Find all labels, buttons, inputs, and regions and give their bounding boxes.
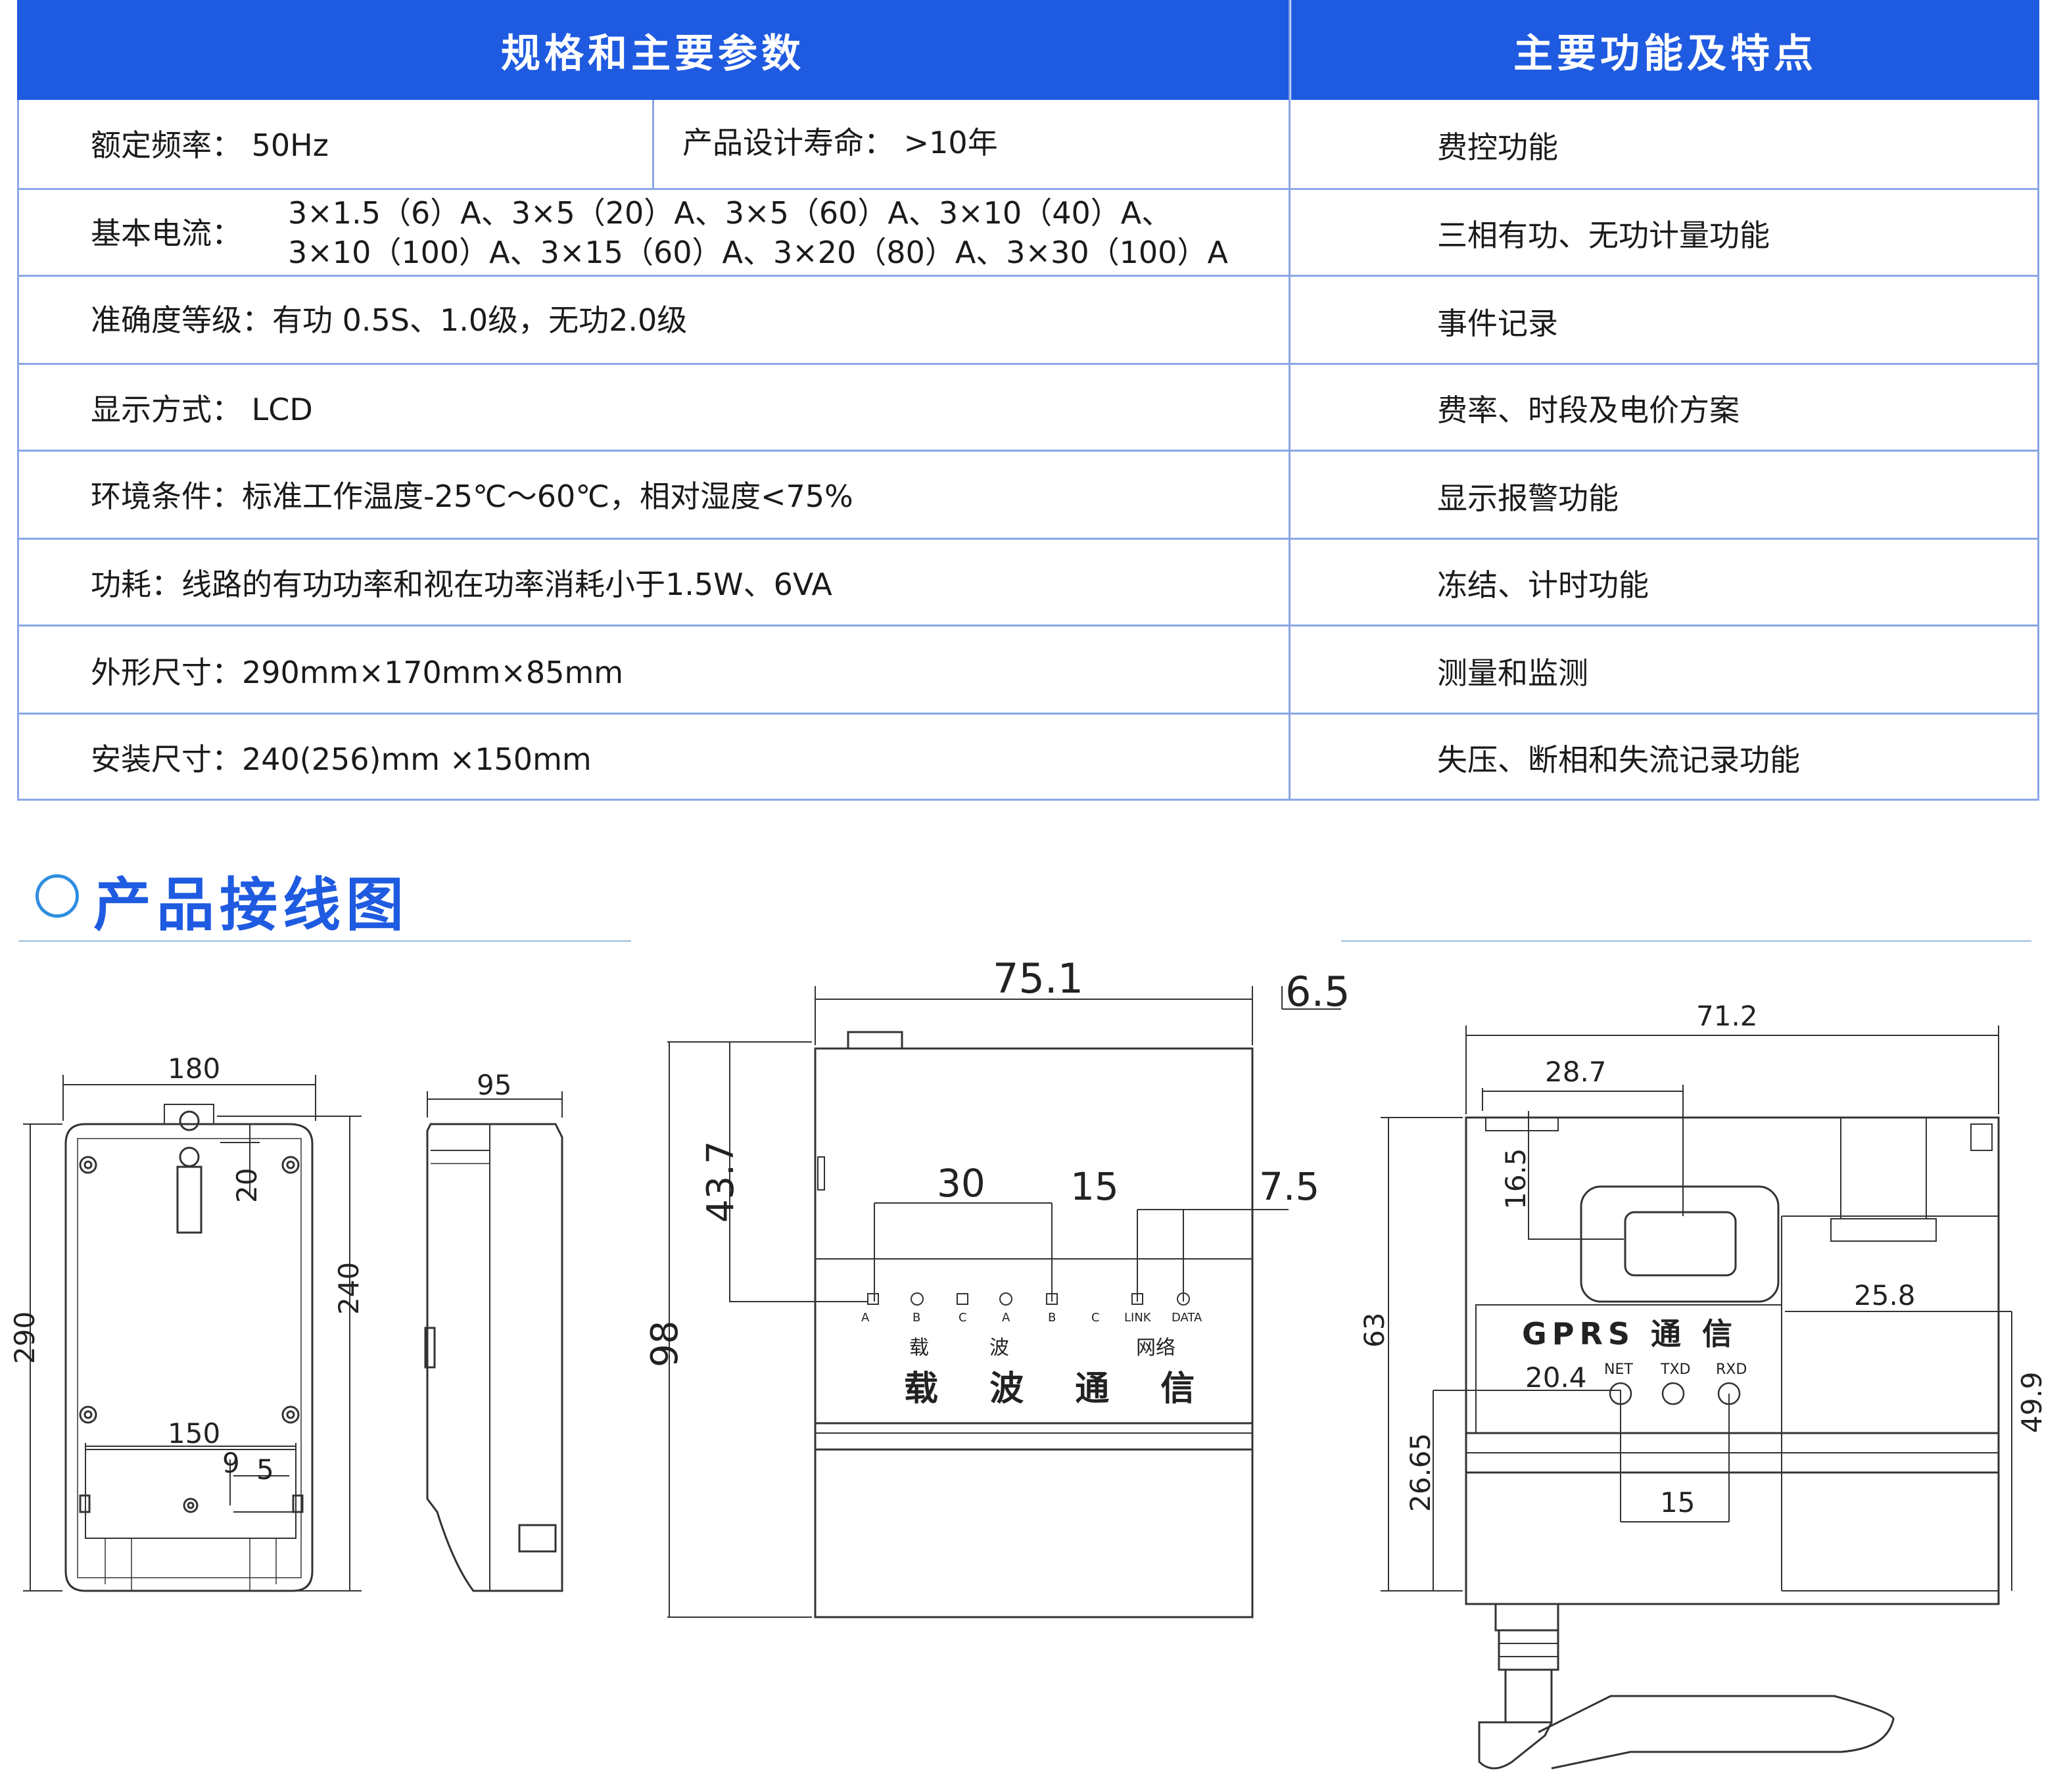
table-divider-middle	[1289, 0, 1291, 801]
dim-gprs-49-9: 49.9	[2016, 1371, 2048, 1433]
carrier-module-title: 载 波 通 信	[904, 1369, 1214, 1409]
section-rule-right	[1341, 940, 2031, 942]
section-rule-left	[18, 940, 631, 942]
meter-front-view	[23, 1075, 362, 1592]
param-environment: 环境条件：标准工作温度-25℃～60℃，相对湿度<75%	[91, 479, 853, 514]
row-line	[17, 538, 2039, 540]
current-values-line2: 3×10（100）A、3×15（60）A、3×20（80）A、3×30（100）…	[288, 235, 1228, 270]
feature-item: 事件记录	[1437, 306, 1558, 341]
dim-gprs-28-7: 28.7	[1545, 1056, 1607, 1088]
row-line	[17, 625, 2039, 626]
dim-top: 20	[231, 1168, 263, 1203]
dim-carrier-30: 30	[937, 1161, 985, 1206]
led-label: C	[1091, 1311, 1100, 1325]
dim-gprs-15: 15	[1660, 1486, 1695, 1519]
carrier-group-label-2: 波	[989, 1336, 1009, 1359]
row-line	[17, 713, 2039, 715]
row-line	[17, 363, 2039, 365]
section-title: 产品接线图	[93, 871, 410, 939]
row-line	[17, 450, 2039, 452]
dim-5: 5	[256, 1453, 274, 1486]
dim-carrier-width: 75.1	[993, 955, 1083, 1002]
led-label: C	[959, 1311, 967, 1325]
dim-carrier-offset: 6.5	[1285, 968, 1350, 1016]
feature-item: 三相有功、无功计量功能	[1437, 218, 1770, 253]
carrier-group-label-3: 网络	[1136, 1336, 1175, 1359]
dim-mount-height: 240	[333, 1262, 365, 1315]
row-line	[17, 799, 2039, 801]
feature-item: 显示报警功能	[1437, 481, 1619, 516]
gprs-led-label: TXD	[1660, 1361, 1690, 1378]
gprs-led-label: RXD	[1716, 1361, 1747, 1378]
dim-gprs-25-8: 25.8	[1854, 1279, 1916, 1311]
dim-gprs-20-4: 20.4	[1525, 1361, 1587, 1394]
header-features: 主要功能及特点	[1291, 0, 2039, 100]
param-dimensions: 外形尺寸：290mm×170mm×85mm	[91, 655, 624, 690]
led-label: A	[861, 1311, 870, 1325]
carrier-module-drawing	[667, 986, 1341, 1618]
feature-item: 费控功能	[1437, 130, 1558, 165]
meter-side-view	[424, 1091, 563, 1592]
feature-item: 费率、时段及电价方案	[1437, 392, 1740, 428]
row-line	[17, 275, 2039, 277]
led-label: B	[1048, 1311, 1056, 1325]
dim-gprs-width: 71.2	[1696, 1000, 1758, 1032]
dim-front-width: 180	[168, 1052, 220, 1085]
param-display: 显示方式： LCD	[91, 392, 313, 427]
param-basic-current-values: 3×1.5（6）A、3×5（20）A、3×5（60）A、3×10（40）A、 3…	[288, 191, 1228, 275]
led-label: A	[1002, 1311, 1010, 1325]
dim-gprs-63: 63	[1358, 1313, 1390, 1348]
dim-gprs-16-5: 16.5	[1500, 1148, 1532, 1210]
header-specs: 规格和主要参数	[17, 0, 1289, 100]
dimension-labels: 180 290 240 20 150 9 5 95 75.1 6.5 98 43…	[9, 955, 2048, 1519]
param-rated-frequency: 额定频率： 50Hz	[91, 128, 329, 163]
gprs-led-label: NET	[1604, 1361, 1633, 1378]
led-label: LINK	[1124, 1311, 1152, 1325]
section-circle-icon	[36, 874, 79, 918]
carrier-led-labels: A B C A B C LINK DATA	[861, 1311, 1202, 1325]
gprs-module-title: GPRS 通 信	[1522, 1316, 1738, 1352]
feature-item: 冻结、计时功能	[1437, 567, 1649, 603]
dim-front-height: 290	[9, 1311, 41, 1364]
param-design-life: 产品设计寿命： >10年	[682, 125, 998, 160]
spec-table: 规格和主要参数 主要功能及特点 额定频率： 50Hz 产品设计寿命： >10年 …	[17, 0, 2039, 801]
led-label: B	[913, 1311, 920, 1325]
dim-gprs-26-65: 26.65	[1404, 1433, 1436, 1512]
param-basic-current-label: 基本电流：	[91, 216, 242, 251]
dim-bottom-width: 150	[168, 1417, 220, 1450]
param-accuracy: 准确度等级：有功 0.5S、1.0级，无功2.0级	[91, 302, 688, 338]
feature-item: 失压、断相和失流记录功能	[1437, 742, 1800, 778]
dim-carrier-height: 98	[644, 1321, 686, 1367]
wiring-drawings: 180 290 240 20 150 9 5 95 75.1 6.5 98 43…	[9, 955, 2048, 1770]
gprs-module-drawing	[1381, 1026, 2012, 1770]
table-divider-row1	[652, 100, 654, 188]
dim-carrier-43-7: 43.7	[700, 1141, 742, 1223]
param-mounting-size: 安装尺寸：240(256)mm ×150mm	[91, 742, 592, 777]
row-line	[17, 188, 2039, 190]
current-values-line1: 3×1.5（6）A、3×5（20）A、3×5（60）A、3×10（40）A、	[288, 195, 1172, 231]
dim-carrier-7-5: 7.5	[1259, 1164, 1319, 1209]
dim-carrier-15: 15	[1070, 1164, 1119, 1209]
feature-item: 测量和监测	[1437, 655, 1588, 691]
led-label: DATA	[1172, 1311, 1202, 1325]
param-power-consumption: 功耗：线路的有功功率和视在功率消耗小于1.5W、6VA	[91, 567, 832, 602]
carrier-group-label-1: 载	[909, 1336, 929, 1359]
dim-9: 9	[222, 1447, 240, 1479]
dim-side-depth: 95	[477, 1069, 511, 1101]
